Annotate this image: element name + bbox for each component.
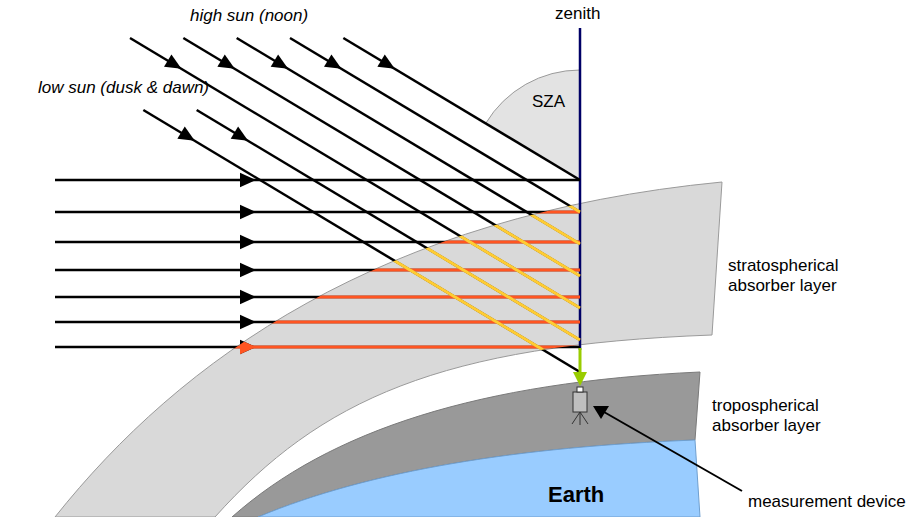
- leader-head: [593, 406, 609, 419]
- planet-label: Earth: [548, 482, 604, 508]
- ray-arrowhead: [240, 173, 256, 187]
- ray-arrowhead: [177, 126, 194, 140]
- ray-arrowhead: [217, 54, 234, 68]
- high-sun-ray: [183, 38, 580, 276]
- high-sun-ray: [183, 38, 580, 276]
- high-sun-ray: [237, 38, 580, 244]
- ray-arrowhead: [240, 263, 256, 277]
- ray-arrowhead: [240, 235, 256, 249]
- ray-arrowhead: [324, 54, 341, 68]
- low-sun-ray: [55, 241, 580, 244]
- low-sun-ray: [55, 211, 580, 214]
- ray-arrowhead: [240, 263, 256, 277]
- ray-arrowhead: [271, 54, 288, 68]
- low-sun-ray: [55, 179, 580, 182]
- low-sun-ray: [55, 269, 580, 272]
- low-sun-ray: [55, 346, 580, 349]
- device-label: measurement device: [748, 492, 906, 512]
- high-sun-ray: [343, 38, 580, 180]
- low-sun-ray: [55, 179, 580, 182]
- ray-arrowhead: [240, 315, 256, 329]
- ray-arrowhead: [240, 290, 256, 304]
- ray-arrowhead: [164, 54, 181, 68]
- high-sun-ray: [290, 38, 580, 212]
- ray-arrowhead: [271, 54, 288, 68]
- layer-label: stratospherical absorber layer: [728, 256, 878, 296]
- ray-arrowhead: [217, 54, 234, 68]
- measured-ray-head: [573, 372, 587, 386]
- stratosphere-layer: [55, 182, 722, 517]
- measured-ray: [579, 348, 582, 374]
- low-sun-ray: [55, 269, 580, 272]
- high-sun-ray: [197, 110, 580, 340]
- earth-surface: [258, 440, 700, 517]
- high-sun-ray: [290, 38, 580, 212]
- high-sun-ray: [143, 110, 580, 372]
- ray-arrowhead: [240, 205, 256, 219]
- ray-arrowhead: [164, 54, 181, 68]
- ray-arrowhead: [240, 340, 256, 354]
- low-sun-ray: [55, 211, 580, 214]
- high-sun-ray: [237, 38, 580, 244]
- sun-label: high sun (noon): [190, 6, 308, 26]
- ray-arrowhead: [240, 340, 256, 354]
- ray-arrowhead: [377, 54, 394, 68]
- axis-label: zenith: [555, 4, 600, 24]
- ray-arrowhead: [177, 126, 194, 140]
- measurement-device: [572, 387, 588, 425]
- high-sun-ray: [197, 110, 580, 340]
- ray-arrowhead: [231, 126, 248, 140]
- low-sun-ray: [55, 321, 580, 324]
- ray-arrowhead: [240, 290, 256, 304]
- layer-label: tropospherical absorber layer: [712, 396, 852, 436]
- sun-label: low sun (dusk & dawn): [38, 78, 209, 98]
- low-sun-ray: [55, 296, 580, 299]
- zenith-line: [579, 28, 582, 350]
- low-sun-ray: [55, 296, 580, 299]
- ray-arrowhead: [377, 54, 394, 68]
- ray-arrowhead: [240, 235, 256, 249]
- ray-arrowhead: [231, 126, 248, 140]
- low-sun-ray: [55, 241, 580, 244]
- troposphere-layer: [232, 372, 700, 517]
- ray-arrowhead: [240, 315, 256, 329]
- angle-label: SZA: [532, 92, 565, 112]
- high-sun-ray: [343, 38, 580, 180]
- ray-arrowhead: [240, 205, 256, 219]
- low-sun-ray: [55, 346, 580, 349]
- ray-arrowhead: [324, 54, 341, 68]
